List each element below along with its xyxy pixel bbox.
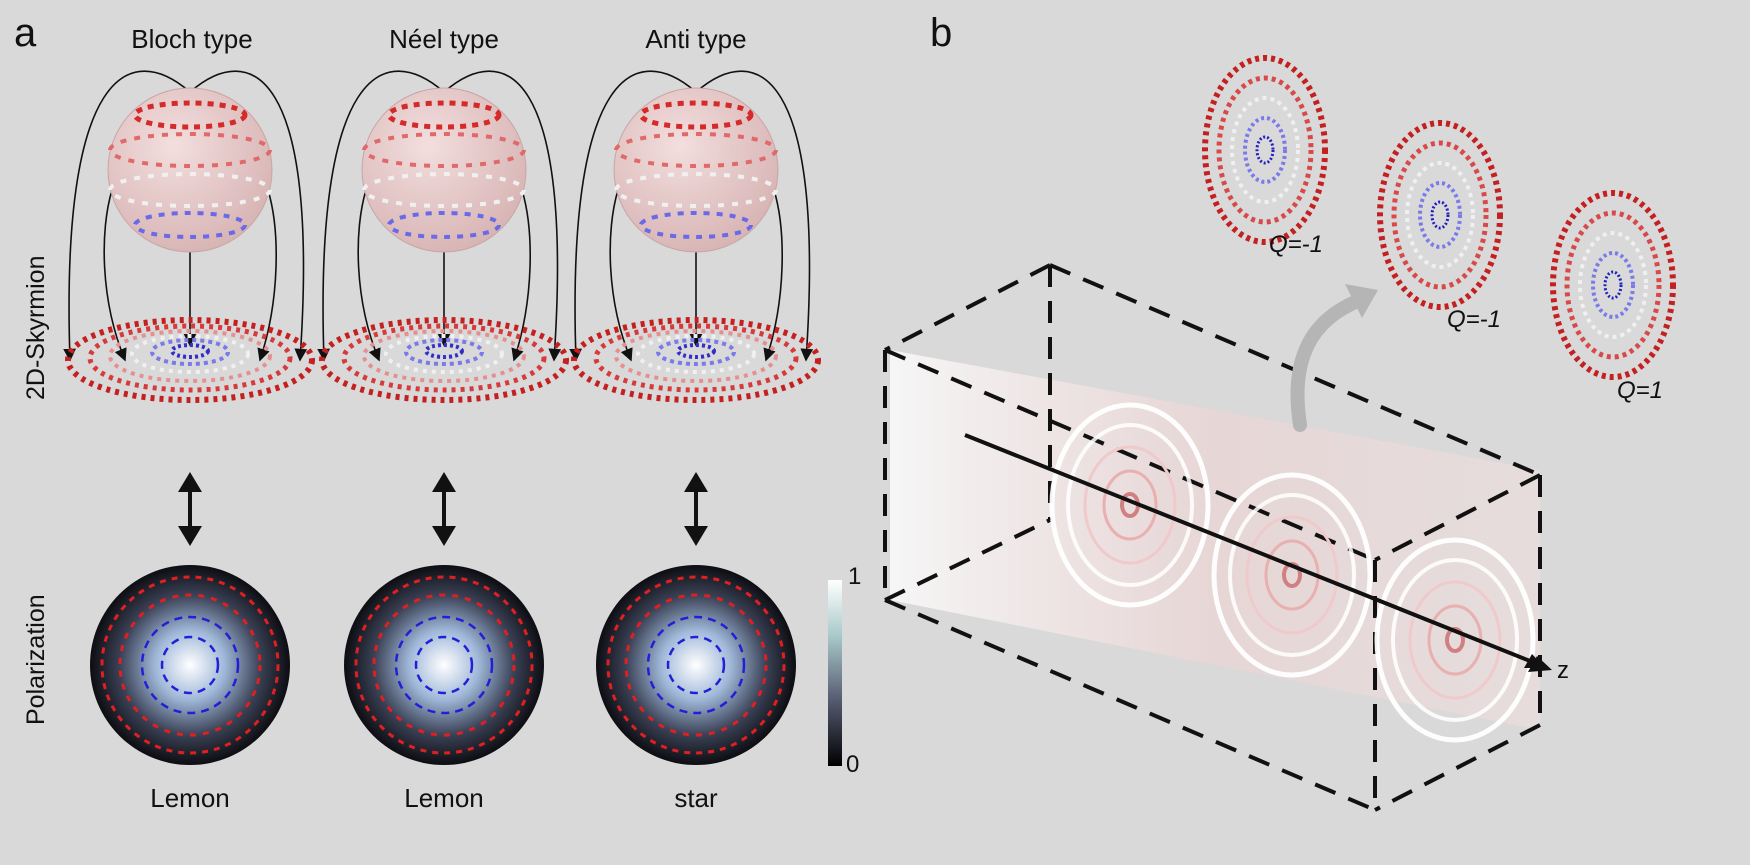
bloch-sphere: [613, 87, 779, 253]
row-label-skyrmion: 2D-Skyrmion: [22, 256, 50, 400]
cross-section-1: [1049, 402, 1211, 608]
skyrmion-inset-2: [1377, 120, 1503, 310]
charge-label: Q=1: [1617, 377, 1663, 404]
double-arrow: [684, 472, 708, 546]
panel-a-label: a: [14, 11, 37, 55]
mapping-arrows: [63, 70, 308, 362]
skyrmion-disk: [571, 317, 821, 403]
cross-section-2: [1211, 472, 1373, 678]
bloch-sphere: [107, 87, 273, 253]
charge-label: Q=-1: [1269, 231, 1323, 258]
column-bloch: Bloch type: [63, 24, 315, 813]
polarization-map: [344, 565, 544, 765]
polarization-map: [90, 565, 290, 765]
skyrmion-inset-1: [1202, 55, 1328, 245]
colorbar-min: 0: [846, 751, 859, 778]
row-label-polarization: Polarization: [22, 594, 50, 725]
skyrmion-disk: [65, 317, 315, 403]
skyrmion-inset-3: [1550, 190, 1676, 380]
polarization-map: [596, 565, 796, 765]
pattern-label: Lemon: [150, 783, 230, 813]
column-title: Bloch type: [131, 24, 252, 54]
double-arrow: [432, 472, 456, 546]
z-axis-arrow: [964, 433, 1552, 672]
skyrmion-disk: [319, 317, 569, 403]
panel-b-label: b: [930, 11, 952, 55]
column-title: Néel type: [389, 24, 499, 54]
pattern-label: star: [674, 783, 718, 813]
mapping-arrows: [569, 70, 814, 362]
charge-label: Q=-1: [1447, 306, 1501, 333]
column-anti: Anti type: [569, 24, 821, 813]
column-neel: Néel type: [317, 24, 569, 813]
double-arrow: [178, 472, 202, 546]
curved-arrow: [1290, 284, 1378, 432]
dashed-box: [883, 263, 1542, 812]
pattern-label: Lemon: [404, 783, 484, 813]
column-title: Anti type: [645, 24, 746, 54]
z-axis-label: z: [1557, 657, 1569, 684]
colorbar: 1 0: [828, 563, 861, 778]
bloch-sphere: [361, 87, 527, 253]
colorbar-max: 1: [848, 563, 861, 590]
